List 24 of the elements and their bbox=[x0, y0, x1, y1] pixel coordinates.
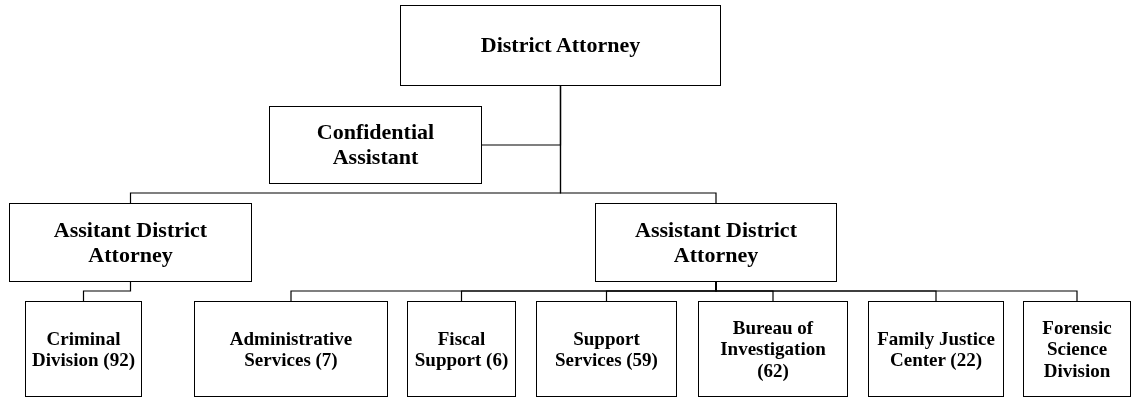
box-label: Support Services (59) bbox=[554, 327, 659, 371]
org-box bbox=[698, 301, 848, 397]
org-box bbox=[868, 301, 1004, 397]
box-label: Fiscal Support (6) bbox=[413, 327, 510, 371]
org-box bbox=[595, 203, 837, 282]
box-label: District Attorney bbox=[480, 33, 641, 58]
box-label: Assitant District Attorney bbox=[52, 217, 209, 268]
connector-line bbox=[82, 281, 132, 302]
box-label: Family Justice Center (22) bbox=[876, 327, 996, 371]
box-label: Forensic Science Division bbox=[1041, 317, 1113, 381]
org-box bbox=[194, 301, 388, 397]
connector-line bbox=[559, 85, 717, 204]
org-box bbox=[25, 301, 142, 397]
org-box bbox=[1023, 301, 1131, 397]
box-label: Administrative Services (7) bbox=[228, 327, 354, 371]
org-box bbox=[9, 203, 252, 282]
org-box bbox=[400, 5, 721, 86]
box-label: Assistant District Attorney bbox=[634, 217, 798, 268]
org-box bbox=[269, 106, 482, 184]
box-label: Confidential Assistant bbox=[315, 120, 436, 170]
box-label: Bureau of Investigation (62) bbox=[719, 317, 827, 381]
org-box bbox=[407, 301, 516, 397]
box-label: Criminal Division (92) bbox=[31, 327, 136, 371]
org-box bbox=[536, 301, 677, 397]
